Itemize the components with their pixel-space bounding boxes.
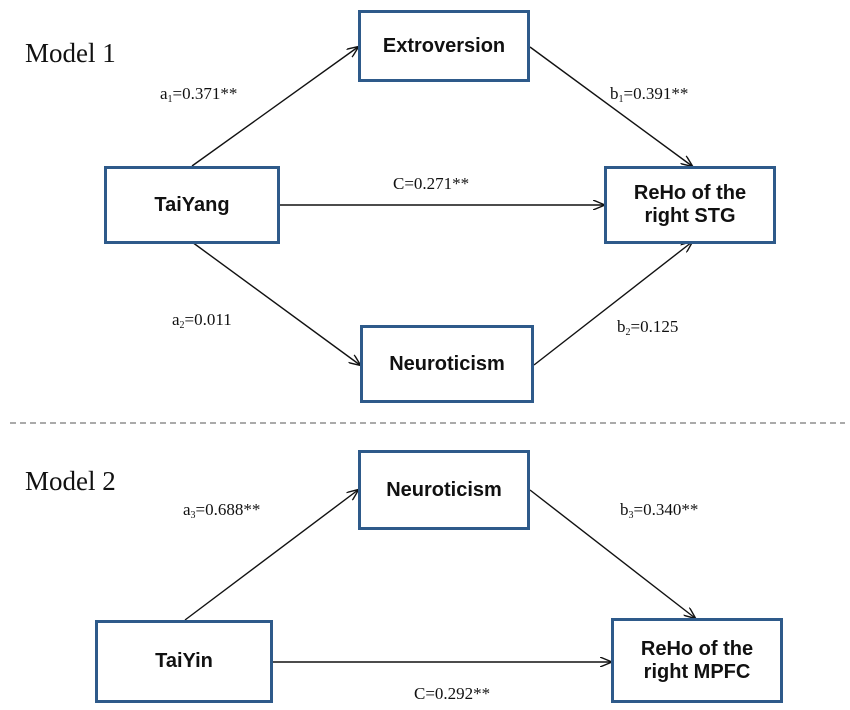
arrow-a1 bbox=[191, 47, 358, 167]
arrow-a2 bbox=[191, 241, 360, 365]
coef-b1: b1=0.391** bbox=[610, 84, 689, 105]
node-taiyin: TaiYin bbox=[95, 620, 273, 703]
coef-b3: b3=0.340** bbox=[620, 500, 699, 521]
node-reho-mpfc-label: ReHo of the right MPFC bbox=[640, 637, 754, 683]
arrow-a3 bbox=[184, 490, 358, 621]
node-reho-stg-label: ReHo of the right STG bbox=[633, 182, 747, 227]
model2-title: Model 2 bbox=[25, 466, 116, 496]
node-reho-mpfc: ReHo of the right MPFC bbox=[611, 618, 783, 703]
node-reho-stg: ReHo of the right STG bbox=[604, 166, 776, 244]
coef-c2: C=0.292** bbox=[414, 684, 491, 703]
node-neuroticism-m2-label: Neuroticism bbox=[386, 478, 502, 501]
node-neuroticism-m1-label: Neuroticism bbox=[389, 352, 505, 375]
node-neuroticism-m1: Neuroticism bbox=[360, 325, 534, 403]
node-extroversion: Extroversion bbox=[358, 10, 530, 82]
model1-title: Model 1 bbox=[25, 38, 116, 68]
arrow-b2 bbox=[533, 242, 692, 366]
node-neuroticism-m2: Neuroticism bbox=[358, 450, 530, 530]
coef-c1: C=0.271** bbox=[393, 174, 470, 193]
arrow-b3 bbox=[529, 489, 695, 618]
coef-a2: a2=0.011 bbox=[172, 310, 232, 331]
coef-a3: a3=0.688** bbox=[183, 500, 261, 521]
node-taiyin-label: TaiYin bbox=[155, 650, 213, 672]
node-extroversion-label: Extroversion bbox=[382, 34, 506, 57]
node-taiyang-label: TaiYang bbox=[154, 193, 230, 216]
coef-b2: b2=0.125 bbox=[617, 317, 679, 338]
coef-a1: a1=0.371** bbox=[160, 84, 238, 105]
arrow-b1 bbox=[529, 46, 692, 166]
node-taiyang: TaiYang bbox=[104, 166, 280, 244]
